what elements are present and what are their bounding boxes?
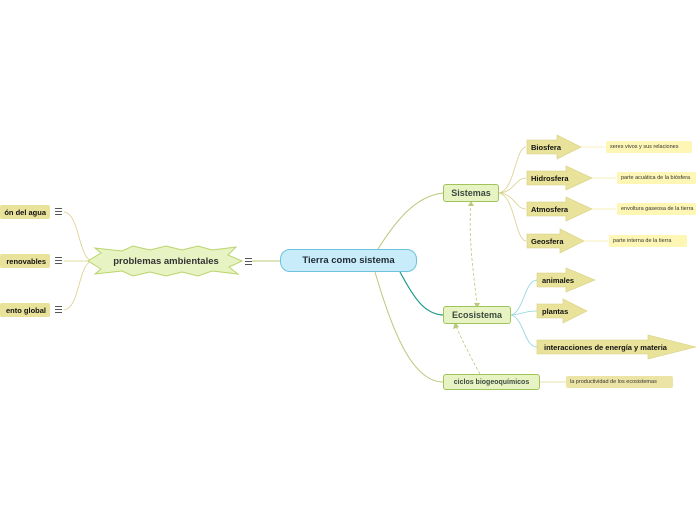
topic-ecosistema[interactable]: Ecosistema (443, 306, 511, 324)
arrow-geosfera (526, 228, 585, 254)
arrow-animales (536, 267, 596, 293)
connector-interacciones (510, 314, 538, 348)
topic-problemas-ambientales[interactable]: problemas ambientales (113, 255, 219, 267)
leaf-animales[interactable]: animales (542, 276, 575, 285)
note-atmosfera[interactable]: envoltura gaseosa de la tierra (617, 203, 696, 215)
arrow-hidrosfera (526, 165, 593, 191)
problema-item-calentamiento[interactable]: ento global (0, 303, 50, 317)
relationship-sistemas-ecosistema (469, 202, 478, 306)
leaf-hidrosfera[interactable]: Hidrosfera (531, 174, 569, 183)
note-geosfera[interactable]: parte interna de la tierra (609, 235, 687, 247)
connector-hidrosfera (498, 177, 527, 194)
collapse-problemas-icon[interactable] (245, 258, 252, 265)
connector-problema-1 (63, 211, 93, 262)
leaf-biosfera[interactable]: Biosfera (531, 143, 562, 152)
problema-item-renovables[interactable]: renovables (0, 254, 50, 268)
connector-plantas (510, 310, 538, 316)
connector-geosfera (498, 192, 527, 242)
connector-ecosistema (399, 271, 444, 316)
connector-sistemas (377, 192, 444, 250)
connector-animales (510, 279, 538, 316)
connector-biosfera (498, 146, 527, 194)
problemas-star-shape (87, 245, 244, 277)
leaf-geosfera[interactable]: Geosfera (531, 237, 564, 246)
collapse-agua-icon[interactable] (55, 208, 62, 215)
topic-sistemas[interactable]: Sistemas (443, 184, 499, 202)
connector-ciclos (374, 271, 444, 383)
arrow-interacciones (536, 334, 696, 360)
leaf-plantas[interactable]: plantas (542, 307, 569, 316)
note-ciclos[interactable]: la productividad de los ecosistemas (566, 376, 673, 388)
collapse-calentamiento-icon[interactable] (55, 306, 62, 313)
central-topic[interactable]: Tierra como sistema (280, 249, 417, 272)
connector-problema-3 (63, 260, 93, 311)
collapse-renovables-icon[interactable] (55, 257, 62, 264)
topic-ciclos-biogeoquimicos[interactable]: ciclos biogeoquímicos (443, 374, 540, 390)
leaf-atmosfera[interactable]: Atmosfera (531, 205, 569, 214)
arrow-biosfera (526, 134, 582, 160)
connector-atmosfera (498, 192, 527, 210)
arrow-atmosfera (526, 196, 593, 222)
relationship-arrowhead-bottom (474, 303, 480, 308)
leaf-interacciones[interactable]: interacciones de energía y materia (544, 343, 667, 352)
note-hidrosfera[interactable]: parte acuática de la biósfera (617, 172, 696, 184)
problema-item-agua[interactable]: ón del agua (0, 205, 50, 219)
arrow-plantas (536, 298, 588, 324)
relationship-arrowhead-top (468, 201, 474, 206)
note-biosfera[interactable]: seres vivos y sus relaciones (606, 141, 692, 153)
relationship-ciclos-ecosistema (455, 325, 481, 375)
